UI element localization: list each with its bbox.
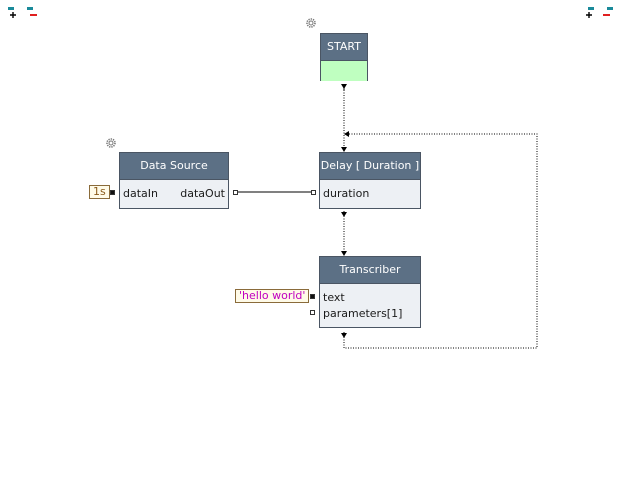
literal-value-hello-world[interactable]: 'hello world' <box>235 289 310 303</box>
port-label-datain: dataIn <box>123 187 158 200</box>
port-label-parameters: parameters[1] <box>323 307 403 320</box>
gear-icon[interactable] <box>106 138 116 148</box>
node-title[interactable]: Transcriber <box>320 257 420 284</box>
port-label-dataout: dataOut <box>180 187 225 200</box>
node-body: text parameters[1] <box>320 284 420 328</box>
add-node-icon[interactable] <box>583 6 595 18</box>
port-label-duration: duration <box>323 187 370 200</box>
node-body: dataIn dataOut <box>120 180 228 209</box>
node-body: duration <box>320 180 420 209</box>
data-source-node[interactable]: Data Source dataIn dataOut <box>119 152 229 209</box>
input-pin-duration[interactable] <box>311 190 316 195</box>
literal-value-1s[interactable]: 1s <box>89 185 110 199</box>
transcriber-node[interactable]: Transcriber text parameters[1] <box>319 256 421 328</box>
input-pin-parameters[interactable] <box>310 310 315 315</box>
port-label-text: text <box>323 291 345 304</box>
gear-icon[interactable] <box>306 18 316 28</box>
node-title[interactable]: START <box>321 34 367 61</box>
node-title[interactable]: Data Source <box>120 153 228 180</box>
start-node[interactable]: START <box>320 33 368 81</box>
delay-node[interactable]: Delay [ Duration ] duration <box>319 152 421 209</box>
add-node-icon[interactable] <box>7 6 19 18</box>
remove-node-icon[interactable] <box>602 6 614 18</box>
remove-node-icon[interactable] <box>26 6 38 18</box>
input-pin-text[interactable] <box>310 294 315 299</box>
output-pin-dataout[interactable] <box>233 190 238 195</box>
input-pin-datain[interactable] <box>110 190 115 195</box>
node-title[interactable]: Delay [ Duration ] <box>320 153 420 180</box>
start-node-body <box>321 61 367 81</box>
control-flow-loop-back <box>343 133 538 349</box>
